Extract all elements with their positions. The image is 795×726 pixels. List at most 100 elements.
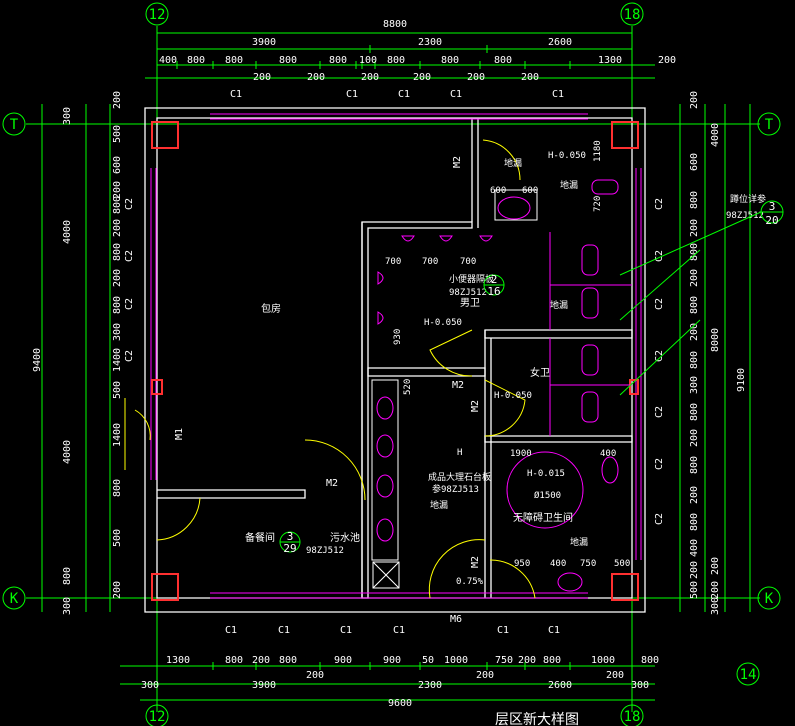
window-c2-l4: C2 <box>124 350 135 362</box>
door-m1: M1 <box>174 428 185 440</box>
dim-left-overall: 9400 <box>32 348 43 372</box>
dim-top-800a: 800 <box>187 55 205 66</box>
detail-16-top: 2 <box>491 273 498 286</box>
dim-left-i15: 200 <box>112 581 123 599</box>
axis-left-top: T <box>10 117 19 133</box>
dim-right-i12: 800 <box>689 456 700 474</box>
dim-bot-2300: 2300 <box>418 680 442 691</box>
door-m2-3: M2 <box>470 400 481 412</box>
axis-left-bottom: K <box>10 591 19 607</box>
axis-top-right: 18 <box>624 7 641 23</box>
dim-right-i17: 500 <box>689 581 700 599</box>
dim-right-200a: 200 <box>710 557 721 575</box>
dimension-ticks <box>156 29 633 670</box>
dim-bot-900a: 900 <box>334 655 352 666</box>
dim-left-300a: 300 <box>62 107 73 125</box>
dim-520: 520 <box>403 379 413 395</box>
toilet-ref-1: 蹲位详参 <box>730 193 766 205</box>
dim-400b: 400 <box>600 449 616 459</box>
dim-bot-200c: 200 <box>306 670 324 681</box>
dim-left-i10: 1400 <box>112 348 123 372</box>
window-c2-l3: C2 <box>124 298 135 310</box>
dim-top-800g: 800 <box>494 55 512 66</box>
window-c2-r1: C2 <box>654 198 665 210</box>
dim-bot-900b: 900 <box>383 655 401 666</box>
dim-bot-200e: 200 <box>606 670 624 681</box>
dim-700a: 700 <box>385 257 401 267</box>
dim-left-i8: 800 <box>112 296 123 314</box>
window-c2-r4: C2 <box>654 350 665 362</box>
axis-corner-14: 14 <box>740 667 757 683</box>
axis-right-bottom: K <box>765 591 774 607</box>
window-c1-2: C1 <box>346 89 358 100</box>
detail-20-top: 3 <box>769 200 776 213</box>
dim-720: 720 <box>593 196 603 212</box>
windows <box>150 113 642 599</box>
dim-500: 500 <box>614 559 630 569</box>
dim-top-1300: 1300 <box>598 55 622 66</box>
dim-top-200c: 200 <box>361 72 379 83</box>
dim-top-200d: 200 <box>413 72 431 83</box>
window-c1-1: C1 <box>230 89 242 100</box>
drain-1: 地漏 <box>504 157 522 169</box>
dim-top-2600: 2600 <box>548 37 572 48</box>
dim-600a: 600 <box>490 186 506 196</box>
sink-ref: 98ZJ512 <box>306 546 344 556</box>
bottom-dimensions: 1300 800 200 800 900 900 50 1000 750 200… <box>141 655 659 709</box>
dim-bot-750: 750 <box>495 655 513 666</box>
dim-right-i7: 200 <box>689 323 700 341</box>
window-c1-b6: C1 <box>548 625 560 636</box>
dim-right-overall: 9100 <box>736 368 747 392</box>
annotations: H-0.050 H-0.050 H-0.050 H H-0.015 地漏 地漏 … <box>306 140 766 587</box>
dim-700b: 700 <box>422 257 438 267</box>
dim-bot-800c: 800 <box>543 655 561 666</box>
detail-29-bottom: 29 <box>283 542 296 555</box>
drain-5: 地漏 <box>570 536 588 548</box>
dim-top-400: 400 <box>159 55 177 66</box>
door-m2-5: M2 <box>470 556 481 568</box>
drain-2: 地漏 <box>560 179 578 191</box>
dim-top-200a: 200 <box>253 72 271 83</box>
dim-left-i9: 300 <box>112 323 123 341</box>
dim-right-8000: 8000 <box>710 328 721 352</box>
dim-left-i5: 200 <box>112 219 123 237</box>
dim-right-i11: 200 <box>689 429 700 447</box>
elev-top: H-0.050 <box>548 151 586 161</box>
dim-top-3900: 3900 <box>252 37 276 48</box>
dim-overall-top: 8800 <box>383 19 407 30</box>
top-dimensions: 8800 3900 2300 2600 400 800 800 800 800 … <box>159 19 676 83</box>
window-c1-3: C1 <box>398 89 410 100</box>
dim-bot-1000a: 1000 <box>444 655 468 666</box>
detail-16-bottom: 16 <box>487 285 500 298</box>
dim-right-i5: 200 <box>689 269 700 287</box>
room-female-wc: 女卫 <box>530 366 550 379</box>
window-c1-b5: C1 <box>497 625 509 636</box>
dim-400: 400 <box>550 559 566 569</box>
dim-left-i3: 200 <box>112 181 123 199</box>
dim-700c: 700 <box>460 257 476 267</box>
dim-bot-800d: 800 <box>641 655 659 666</box>
dim-left-300b: 300 <box>62 597 73 615</box>
dim-left-i6: 800 <box>112 243 123 261</box>
dim-right-i14: 800 <box>689 513 700 531</box>
urinal-ref-2: 98ZJ512 <box>449 288 487 298</box>
slope-note: 0.75% <box>456 577 484 587</box>
dim-right-i10: 800 <box>689 403 700 421</box>
leader-lines <box>619 211 762 396</box>
dim-left-i7: 200 <box>112 269 123 287</box>
door-m2-2: M2 <box>452 380 464 391</box>
window-c2-r5: C2 <box>654 406 665 418</box>
dim-1180: 1180 <box>593 140 603 162</box>
counter-ref-1: 成品大理石台板 <box>428 471 491 483</box>
dim-left-4000b: 4000 <box>62 440 73 464</box>
dim-bot-1000b: 1000 <box>591 655 615 666</box>
grid-axis-lines <box>26 26 760 712</box>
window-c2-r2: C2 <box>654 250 665 262</box>
dim-left-i12: 1400 <box>112 423 123 447</box>
window-c1-5: C1 <box>552 89 564 100</box>
dim-bot-50: 50 <box>422 655 434 666</box>
detail-20-bottom: 20 <box>765 214 778 227</box>
exterior-walls <box>144 107 646 613</box>
dim-top-2300: 2300 <box>418 37 442 48</box>
drawing-title: 层区新大样图 <box>495 712 579 726</box>
